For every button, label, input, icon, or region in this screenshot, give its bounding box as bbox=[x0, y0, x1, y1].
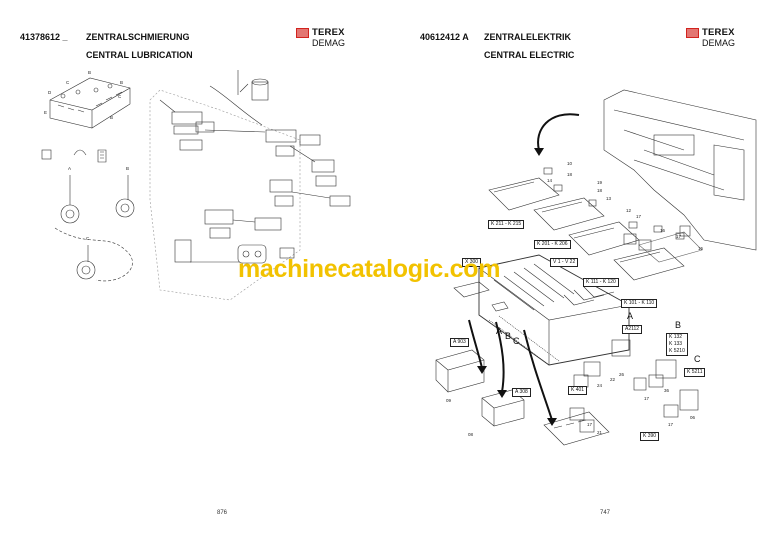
ref-36: 36 bbox=[664, 388, 670, 393]
terex-mark-icon bbox=[296, 28, 309, 38]
callout-b-4: B bbox=[126, 166, 130, 171]
ref-26: 26 bbox=[619, 372, 625, 377]
label-k211-k215: K 211 - K 215 bbox=[488, 220, 525, 229]
ref-10: 10 bbox=[567, 161, 573, 166]
ref-17d: 17 bbox=[668, 422, 674, 427]
label-k133: K 133 bbox=[669, 341, 683, 347]
label-v1-v22: V 1 - V 22 bbox=[550, 258, 579, 267]
left-title-en: CENTRAL LUBRICATION bbox=[86, 50, 193, 60]
label-k132-group: K 132 K 133 K 5210 bbox=[666, 333, 688, 356]
right-title-en: CENTRAL ELECTRIC bbox=[484, 50, 575, 60]
label-a2112: A2112 bbox=[622, 325, 643, 334]
callout-a: A bbox=[68, 166, 72, 171]
label-k401: K 401 bbox=[568, 386, 588, 395]
callout-c-1: C bbox=[66, 80, 70, 85]
callout-e: E bbox=[44, 110, 48, 115]
letter-a-module: A bbox=[496, 326, 503, 336]
terex-demag-logo-right: TEREX DEMAG bbox=[686, 27, 746, 57]
callout-d: D bbox=[48, 90, 52, 95]
label-k5211: K 5211 bbox=[684, 368, 706, 377]
terex-mark-icon bbox=[686, 28, 699, 38]
ref-17c: 17 bbox=[644, 396, 650, 401]
label-k101-k110: K 101 - K 110 bbox=[621, 299, 658, 308]
logo-brand: TEREX bbox=[312, 27, 345, 38]
label-a308: A 308 bbox=[512, 388, 531, 397]
right-title-de: ZENTRALELEKTRIK bbox=[484, 32, 571, 42]
callout-b-1: B bbox=[88, 70, 92, 75]
watermark-text: machinecatalogic.com bbox=[238, 255, 501, 283]
electrical-exploded-diagram bbox=[435, 89, 757, 446]
ref-21: 21 bbox=[597, 430, 603, 435]
letter-a-callout: A bbox=[627, 311, 634, 321]
logo-sub: DEMAG bbox=[702, 38, 736, 48]
left-catalog-page: 41378612 _ ZENTRALSCHMIERUNG CENTRAL LUB… bbox=[20, 27, 356, 516]
letter-c-callout: C bbox=[694, 354, 701, 364]
ref-13: 13 bbox=[606, 196, 612, 201]
ref-17a: 17 bbox=[636, 214, 642, 219]
ref-24: 24 bbox=[597, 383, 603, 388]
callout-c-3: C bbox=[86, 236, 90, 241]
ref-19: 19 bbox=[597, 180, 603, 185]
ref-15: 15 bbox=[698, 246, 704, 251]
label-k132: K 132 bbox=[669, 334, 683, 340]
ref-17b: 17 bbox=[676, 234, 682, 239]
right-part-number: 40612412 A bbox=[420, 32, 469, 42]
logo-sub: DEMAG bbox=[312, 38, 346, 48]
terex-demag-logo: TEREX DEMAG bbox=[296, 27, 356, 57]
left-title-de: ZENTRALSCHMIERUNG bbox=[86, 32, 190, 42]
ref-14: 14 bbox=[547, 178, 553, 183]
callout-c-2: C bbox=[118, 94, 122, 99]
ref-22: 22 bbox=[610, 377, 616, 382]
callout-b-3: B bbox=[110, 115, 114, 120]
letter-c-module: C bbox=[513, 336, 520, 346]
label-k201-k206: K 201 - K 206 bbox=[534, 240, 571, 249]
ref-12: 12 bbox=[626, 208, 632, 213]
logo-brand: TEREX bbox=[702, 27, 735, 38]
ref-09: 09 bbox=[446, 398, 452, 403]
label-k5210: K 5210 bbox=[669, 348, 685, 354]
left-part-number: 41378612 _ bbox=[20, 32, 68, 42]
label-k111-k120: K 111 - K 120 bbox=[583, 278, 619, 287]
label-x300: X 300 bbox=[462, 258, 482, 267]
letter-b-module: B bbox=[505, 331, 512, 341]
ref-18a: 18 bbox=[567, 172, 573, 177]
lubrication-exploded-diagram bbox=[41, 70, 351, 301]
label-k390: K 390 bbox=[640, 432, 660, 441]
ref-08: 08 bbox=[468, 432, 474, 437]
letter-b-callout: B bbox=[675, 320, 682, 330]
right-page-number: 747 bbox=[600, 510, 611, 516]
ref-16: 16 bbox=[660, 228, 666, 233]
ref-17e: 17 bbox=[587, 422, 593, 427]
callout-b-2: B bbox=[120, 80, 124, 85]
right-catalog-page: 40612412 A ZENTRALELEKTRIK CENTRAL ELECT… bbox=[384, 0, 768, 543]
ref-06: 06 bbox=[690, 415, 696, 420]
label-a903: A 903 bbox=[450, 338, 469, 347]
left-page-number: 876 bbox=[217, 510, 228, 516]
ref-18b: 18 bbox=[597, 188, 603, 193]
